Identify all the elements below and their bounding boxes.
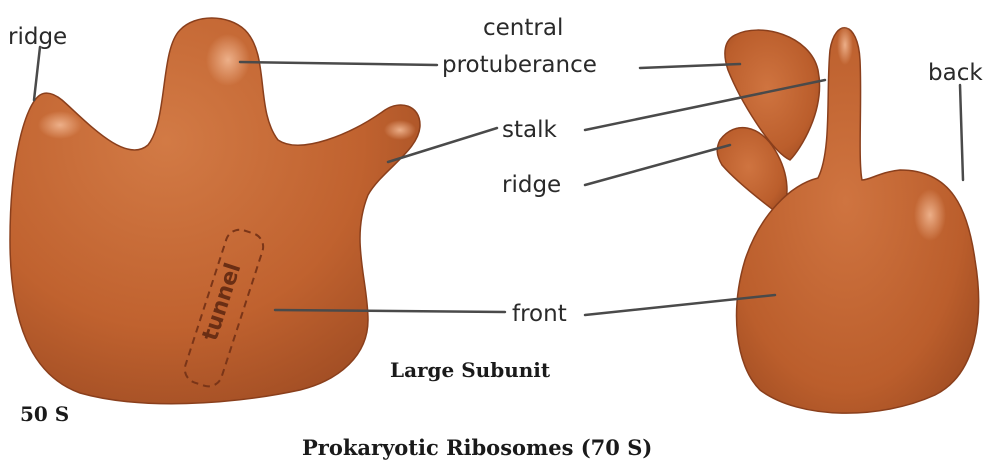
stalk-label: stalk xyxy=(502,117,557,143)
back-label: back xyxy=(928,60,983,86)
ridge-label-left: ridge xyxy=(8,24,67,50)
subunit-caption: Large Subunit xyxy=(390,358,551,382)
large-subunit-shape: tunnel xyxy=(10,18,420,404)
sedimentation-label: 50 S xyxy=(20,402,69,426)
central-label-line2: protuberance xyxy=(442,52,597,78)
front-label: front xyxy=(512,301,567,327)
diagram-title: Prokaryotic Ribosomes (70 S) xyxy=(302,435,652,460)
ridge-label-mid: ridge xyxy=(502,172,561,198)
central-label-line1: central xyxy=(483,15,563,41)
